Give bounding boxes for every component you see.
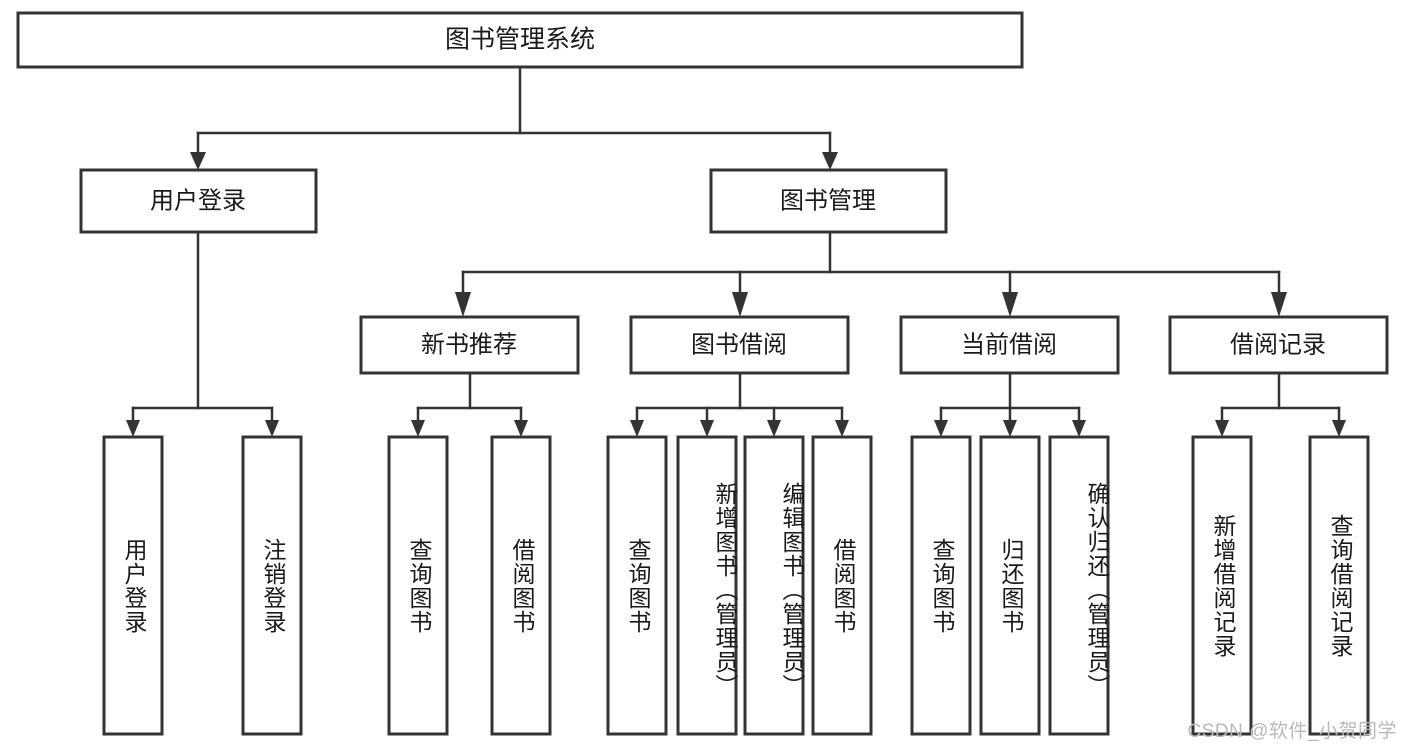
node-box-root[interactable] <box>16 11 1024 69</box>
arrow-head-current-borrow <box>1002 292 1018 317</box>
arrow-head-leaf-add-book <box>700 420 714 437</box>
edges-group <box>126 65 1346 437</box>
node-box-leaf-edit-book[interactable] <box>743 435 805 736</box>
nodes-group: 图书管理系统 用户登录 图书管理 新书推荐 图书借阅 当前借阅 借阅记录 <box>16 11 1389 736</box>
node-box-book-borrow[interactable] <box>629 315 850 375</box>
csdn-watermark: CSDN @软件_小贺同学 <box>1187 721 1397 742</box>
node-box-leaf-add-record[interactable] <box>1191 435 1253 736</box>
arrow-head-leaf-query-book-3 <box>934 420 948 437</box>
arrow-head-leaf-borrow-book-1 <box>514 420 528 437</box>
node-box-borrow-record[interactable] <box>1168 315 1389 375</box>
node-box-new-book-recommend[interactable] <box>359 315 580 375</box>
node-box-leaf-return-book[interactable] <box>979 435 1041 736</box>
node-box-book-manage[interactable] <box>709 168 948 234</box>
node-label-new-book-recommend: 新书推荐 <box>421 331 517 358</box>
arrow-head-leaf-return-book <box>1003 420 1017 437</box>
node-box-leaf-add-book[interactable] <box>676 435 738 736</box>
arrow-head-new-book-recommend <box>455 292 471 317</box>
arrow-head-leaf-query-book-1 <box>411 420 425 437</box>
node-label-borrow-record: 借阅记录 <box>1230 331 1326 358</box>
arrow-head-user-login <box>190 152 206 170</box>
arrow-head-book-manage <box>822 152 838 170</box>
node-box-leaf-user-logout[interactable] <box>241 435 303 736</box>
node-box-leaf-borrow-book-1[interactable] <box>490 435 552 736</box>
arrow-head-borrow-record <box>1271 292 1287 317</box>
node-box-leaf-query-book-3[interactable] <box>910 435 972 736</box>
arrow-head-leaf-query-record <box>1332 420 1346 437</box>
arrow-head-leaf-edit-book <box>767 420 781 437</box>
node-box-current-borrow[interactable] <box>899 315 1120 375</box>
arrow-head-leaf-query-book-2 <box>630 420 644 437</box>
node-label-root: 图书管理系统 <box>445 26 595 54</box>
node-label-book-manage: 图书管理 <box>780 187 876 214</box>
arrow-head-book-borrow <box>732 292 748 317</box>
node-label-current-borrow: 当前借阅 <box>961 331 1057 358</box>
node-box-leaf-query-book-2[interactable] <box>606 435 668 736</box>
arrow-head-leaf-user-login <box>126 420 140 437</box>
arrow-head-leaf-add-record <box>1215 420 1229 437</box>
node-box-leaf-query-book-1[interactable] <box>387 435 449 736</box>
node-box-leaf-borrow-book-2[interactable] <box>811 435 873 736</box>
arrow-head-leaf-confirm-return <box>1072 420 1086 437</box>
node-label-user-login: 用户登录 <box>150 187 246 214</box>
node-box-leaf-query-record[interactable] <box>1308 435 1370 736</box>
node-box-leaf-user-login[interactable] <box>102 435 164 736</box>
node-box-leaf-confirm-return[interactable] <box>1048 435 1110 736</box>
arrow-head-leaf-borrow-book-2 <box>835 420 849 437</box>
arrow-head-leaf-user-logout <box>265 420 279 437</box>
node-label-book-borrow: 图书借阅 <box>691 331 787 358</box>
node-box-user-login[interactable] <box>79 168 318 234</box>
